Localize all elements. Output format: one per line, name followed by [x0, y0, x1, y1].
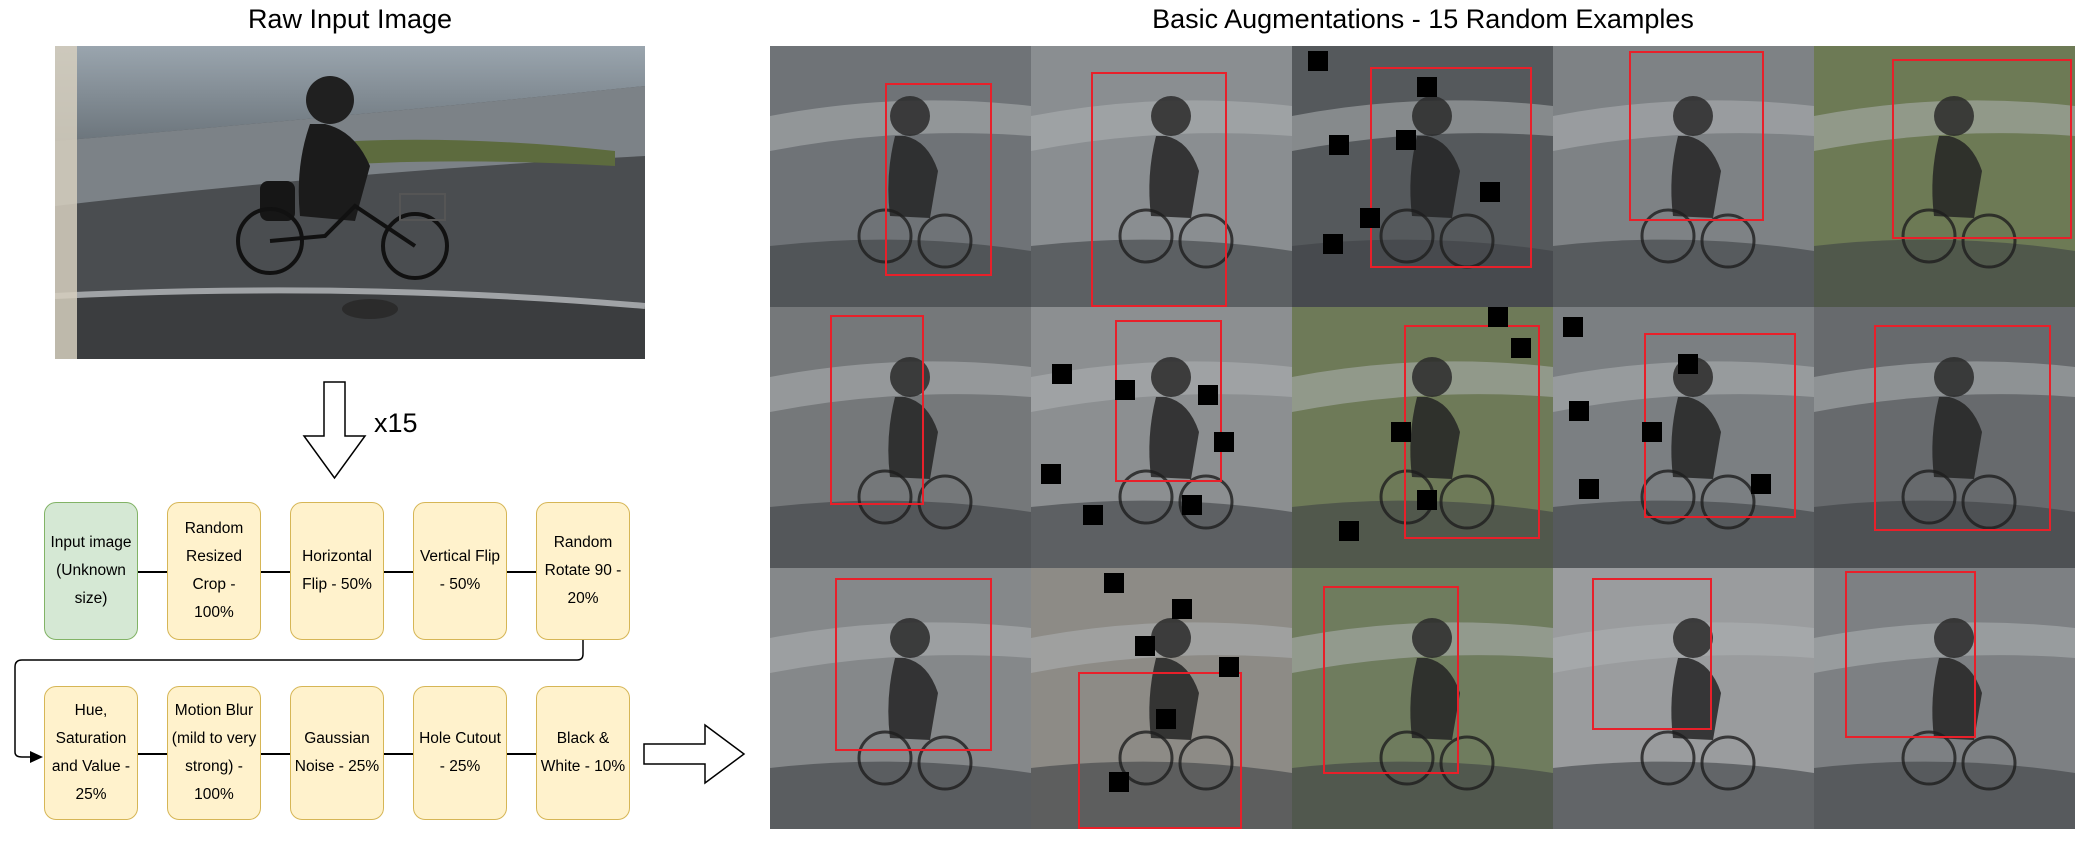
- augmented-example-9: [1553, 307, 1814, 568]
- augmented-example-15: [1814, 568, 2075, 829]
- augmented-example-4: [1553, 46, 1814, 307]
- bounding-box: [1628, 51, 1765, 221]
- hole-cutout-patch: [1391, 421, 1412, 442]
- augmented-example-13: [1292, 568, 1553, 829]
- hole-cutout-patch: [1479, 181, 1500, 202]
- pipeline-step-gaussian-noise: Gaussian Noise - 25%: [290, 686, 384, 820]
- hole-cutout-patch: [1751, 474, 1772, 495]
- hole-cutout-patch: [1417, 77, 1438, 98]
- augmented-example-3: [1292, 46, 1553, 307]
- pipeline-step-black-and-white: Black & White - 10%: [536, 686, 630, 820]
- hole-cutout-patch: [1041, 463, 1062, 484]
- augmentation-grid: [770, 46, 2076, 830]
- bounding-box: [1091, 72, 1227, 307]
- augmented-example-2: [1031, 46, 1292, 307]
- bounding-box: [835, 578, 992, 751]
- hole-cutout-patch: [1114, 380, 1135, 401]
- hole-cutout-patch: [1171, 599, 1192, 620]
- augmented-example-6: [770, 307, 1031, 568]
- hole-cutout-patch: [1338, 521, 1359, 542]
- bounding-box: [1370, 66, 1533, 268]
- hole-cutout-patch: [1511, 338, 1532, 359]
- hole-cutout-patch: [1641, 421, 1662, 442]
- bounding-box: [1892, 59, 2073, 240]
- row-connector-arrow: [14, 640, 584, 763]
- hole-cutout-patch: [1135, 635, 1156, 656]
- hole-cutout-patch: [1198, 385, 1219, 406]
- hole-cutout-patch: [1323, 233, 1344, 254]
- bounding-box: [1644, 333, 1796, 519]
- repeat-label: x15: [374, 408, 418, 438]
- augmented-example-11: [770, 568, 1031, 829]
- pipeline-step-input: Input image (Unknown size): [44, 502, 138, 640]
- down-arrow-icon: [302, 381, 367, 480]
- raw-input-photo: [55, 46, 645, 359]
- augmentations-title: Basic Augmentations - 15 Random Examples: [1152, 4, 1694, 34]
- bounding-box: [1114, 320, 1222, 482]
- raw-image-title: Raw Input Image: [247, 4, 453, 34]
- bounding-box: [1845, 570, 1976, 738]
- augmented-example-7: [1031, 307, 1292, 568]
- hole-cutout-patch: [1359, 207, 1380, 228]
- hole-cutout-patch: [1678, 353, 1699, 374]
- augmented-example-8: [1292, 307, 1553, 568]
- bounding-box: [830, 314, 924, 506]
- right-arrow-icon: [643, 723, 746, 785]
- bounding-box: [884, 82, 992, 276]
- bounding-box: [1874, 325, 2052, 532]
- hole-cutout-patch: [1396, 129, 1417, 150]
- hole-cutout-patch: [1328, 134, 1349, 155]
- hole-cutout-patch: [1083, 505, 1104, 526]
- hole-cutout-patch: [1213, 432, 1234, 453]
- hole-cutout-patch: [1579, 479, 1600, 500]
- pipeline-step-motion-blur: Motion Blur (mild to very strong) - 100%: [167, 686, 261, 820]
- augmented-example-14: [1553, 568, 1814, 829]
- hole-cutout-patch: [1218, 656, 1239, 677]
- bounding-box: [1323, 586, 1460, 775]
- hole-cutout-patch: [1182, 494, 1203, 515]
- bounding-box: [1592, 578, 1713, 730]
- hole-cutout-patch: [1487, 307, 1508, 327]
- augmented-example-12: [1031, 568, 1292, 829]
- pipeline-step-hole-cutout: Hole Cutout - 25%: [413, 686, 507, 820]
- pipeline-step-hsv: Hue, Saturation and Value - 25%: [44, 686, 138, 820]
- hole-cutout-patch: [1307, 51, 1328, 72]
- hole-cutout-patch: [1051, 364, 1072, 385]
- hole-cutout-patch: [1563, 317, 1584, 338]
- augmented-example-5: [1814, 46, 2075, 307]
- hole-cutout-patch: [1568, 400, 1589, 421]
- augmented-example-1: [770, 46, 1031, 307]
- pipeline-step-random-resized-crop: Random Resized Crop - 100%: [167, 502, 261, 640]
- hole-cutout-patch: [1417, 489, 1438, 510]
- bounding-box: [1077, 672, 1243, 829]
- augmented-example-10: [1814, 307, 2075, 568]
- hole-cutout-patch: [1156, 708, 1177, 729]
- pipeline-step-vertical-flip: Vertical Flip - 50%: [413, 502, 507, 640]
- hole-cutout-patch: [1109, 771, 1130, 792]
- hole-cutout-patch: [1104, 573, 1125, 594]
- pipeline-step-random-rotate: Random Rotate 90 - 20%: [536, 502, 630, 640]
- pipeline-step-horizontal-flip: Horizontal Flip - 50%: [290, 502, 384, 640]
